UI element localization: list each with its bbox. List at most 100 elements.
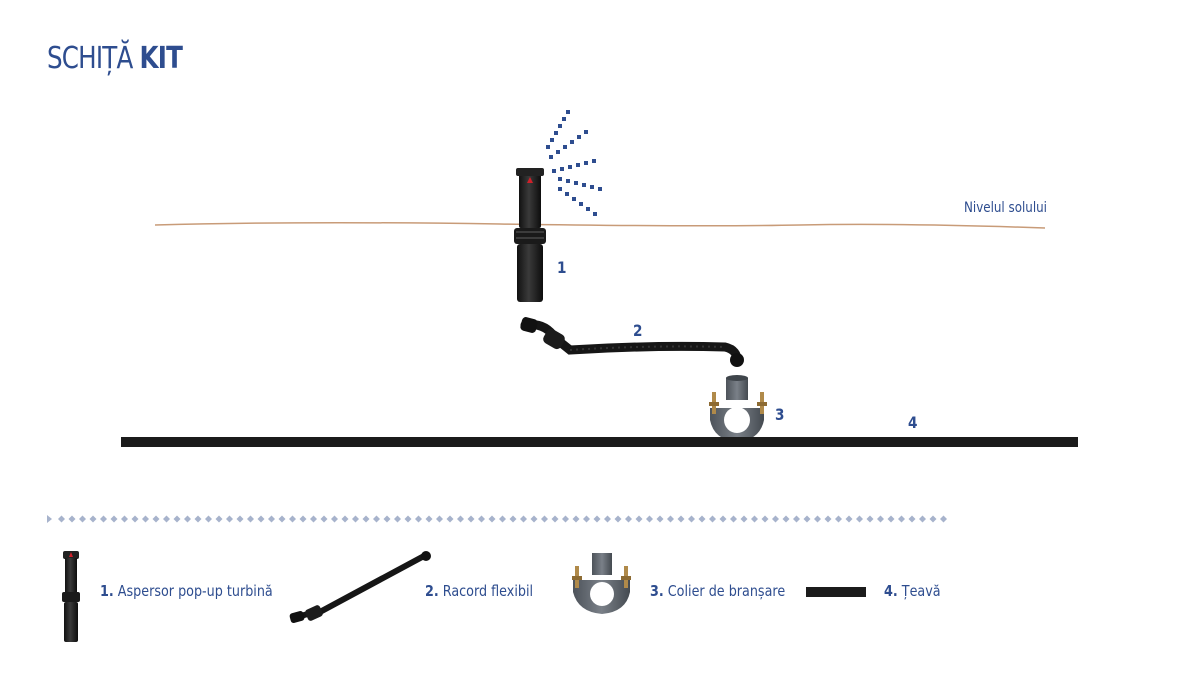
legend-item-sprinkler: 1. Aspersor pop-up turbină: [100, 582, 273, 600]
divider-diamond: [604, 515, 611, 523]
spray-row-5: [558, 187, 597, 216]
divider-diamond: [803, 515, 811, 523]
divider-diamond: [751, 515, 758, 523]
divider-diamond: [761, 515, 769, 523]
divider-diamond: [247, 515, 254, 523]
callout-2: 2: [633, 321, 643, 340]
divider-diamond: [215, 515, 223, 523]
divider-diamond: [740, 515, 748, 523]
divider-diamond: [194, 515, 202, 523]
divider-diamond: [415, 515, 422, 523]
page-title: SCHIȚĂ KIT: [47, 41, 183, 76]
divider-diamond: [583, 515, 590, 523]
divider-diamond: [268, 515, 275, 523]
divider-diamond: [940, 515, 947, 523]
divider-diamond: [541, 515, 548, 523]
divider-diamond: [226, 515, 233, 523]
divider-diamond: [719, 515, 727, 523]
divider-diamond: [614, 515, 622, 523]
divider-diamond: [698, 515, 706, 523]
divider-diamond: [236, 515, 244, 523]
divider-diamond: [688, 515, 695, 523]
divider-diamond: [667, 515, 674, 523]
divider-diamond: [58, 515, 65, 523]
ground-line: [154, 221, 1046, 229]
divider-diamond: [100, 515, 107, 523]
legend-icon-sprinkler: [62, 551, 80, 642]
divider-diamond: [919, 515, 926, 523]
divider-diamond: [142, 515, 149, 523]
divider-diamond: [310, 515, 317, 523]
divider-diamond: [824, 515, 832, 523]
divider-diamond: [289, 515, 296, 523]
flexible-connector-illustration: [520, 317, 744, 367]
callout-1: 1: [557, 258, 567, 277]
divider-diamond: [68, 515, 76, 523]
divider-diamond: [205, 515, 212, 523]
section-divider: [47, 515, 52, 523]
divider-diamond: [509, 515, 517, 523]
divider-diamond: [887, 515, 895, 523]
divider-diamond: [572, 515, 580, 523]
divider-diamond: [845, 515, 853, 523]
divider-diamond: [436, 515, 443, 523]
divider-diamond: [425, 515, 433, 523]
main-pipe: [121, 437, 1078, 447]
divider-diamond: [163, 515, 170, 523]
spray-pattern: [546, 110, 602, 216]
divider-diamond: [89, 515, 97, 523]
legend-icon-saddle-clamp: [572, 553, 631, 614]
divider-diamond: [625, 515, 632, 523]
divider-diamond: [488, 515, 496, 523]
ground-level-label: Nivelul solului: [964, 200, 1047, 216]
divider-diamond: [709, 515, 716, 523]
divider-diamond: [278, 515, 286, 523]
divider-diamond: [404, 515, 412, 523]
divider-diamond: [646, 515, 653, 523]
legend-icon-pipe: [806, 587, 866, 597]
legend-icon-flexible-connector: [289, 551, 431, 623]
spray-row-2: [549, 130, 588, 159]
divider-diamond: [814, 515, 821, 523]
title-part-1: SCHIȚĂ: [47, 41, 133, 76]
divider-diamond: [362, 515, 370, 523]
legend-number: 2.: [425, 582, 439, 600]
divider-dots: [58, 515, 947, 523]
divider-diamond: [121, 515, 128, 523]
divider-diamond: [866, 515, 874, 523]
legend-item-flexible-connector: 2. Racord flexibil: [425, 582, 533, 600]
legend-text: Aspersor pop-up turbină: [117, 582, 273, 600]
divider-diamond: [499, 515, 506, 523]
divider-diamond: [331, 515, 338, 523]
legend-item-pipe: 4. Țeavă: [884, 582, 941, 600]
divider-diamond: [793, 515, 800, 523]
legend-text: Colier de branșare: [667, 582, 786, 600]
divider-diamond: [446, 515, 454, 523]
legend-number: 3.: [650, 582, 664, 600]
divider-diamond: [908, 515, 916, 523]
divider-diamond: [184, 515, 191, 523]
divider-diamond: [467, 515, 475, 523]
divider-diamond: [635, 515, 643, 523]
spray-row-1: [546, 110, 570, 149]
divider-diamond: [394, 515, 401, 523]
divider-diamond: [320, 515, 328, 523]
divider-diamond: [173, 515, 181, 523]
divider-diamond: [929, 515, 937, 523]
divider-diamond: [299, 515, 307, 523]
divider-diamond: [782, 515, 790, 523]
legend-item-saddle-clamp: 3. Colier de branșare: [650, 582, 785, 600]
divider-diamond: [373, 515, 380, 523]
divider-diamond: [730, 515, 737, 523]
spray-row-4: [558, 177, 602, 191]
divider-diamond: [877, 515, 884, 523]
divider-diamond: [341, 515, 349, 523]
divider-diamond: [898, 515, 905, 523]
divider-diamond: [478, 515, 485, 523]
divider-diamond: [856, 515, 863, 523]
divider-diamond: [457, 515, 464, 523]
divider-diamond: [772, 515, 779, 523]
divider-diamond: [835, 515, 842, 523]
divider-diamond: [520, 515, 527, 523]
